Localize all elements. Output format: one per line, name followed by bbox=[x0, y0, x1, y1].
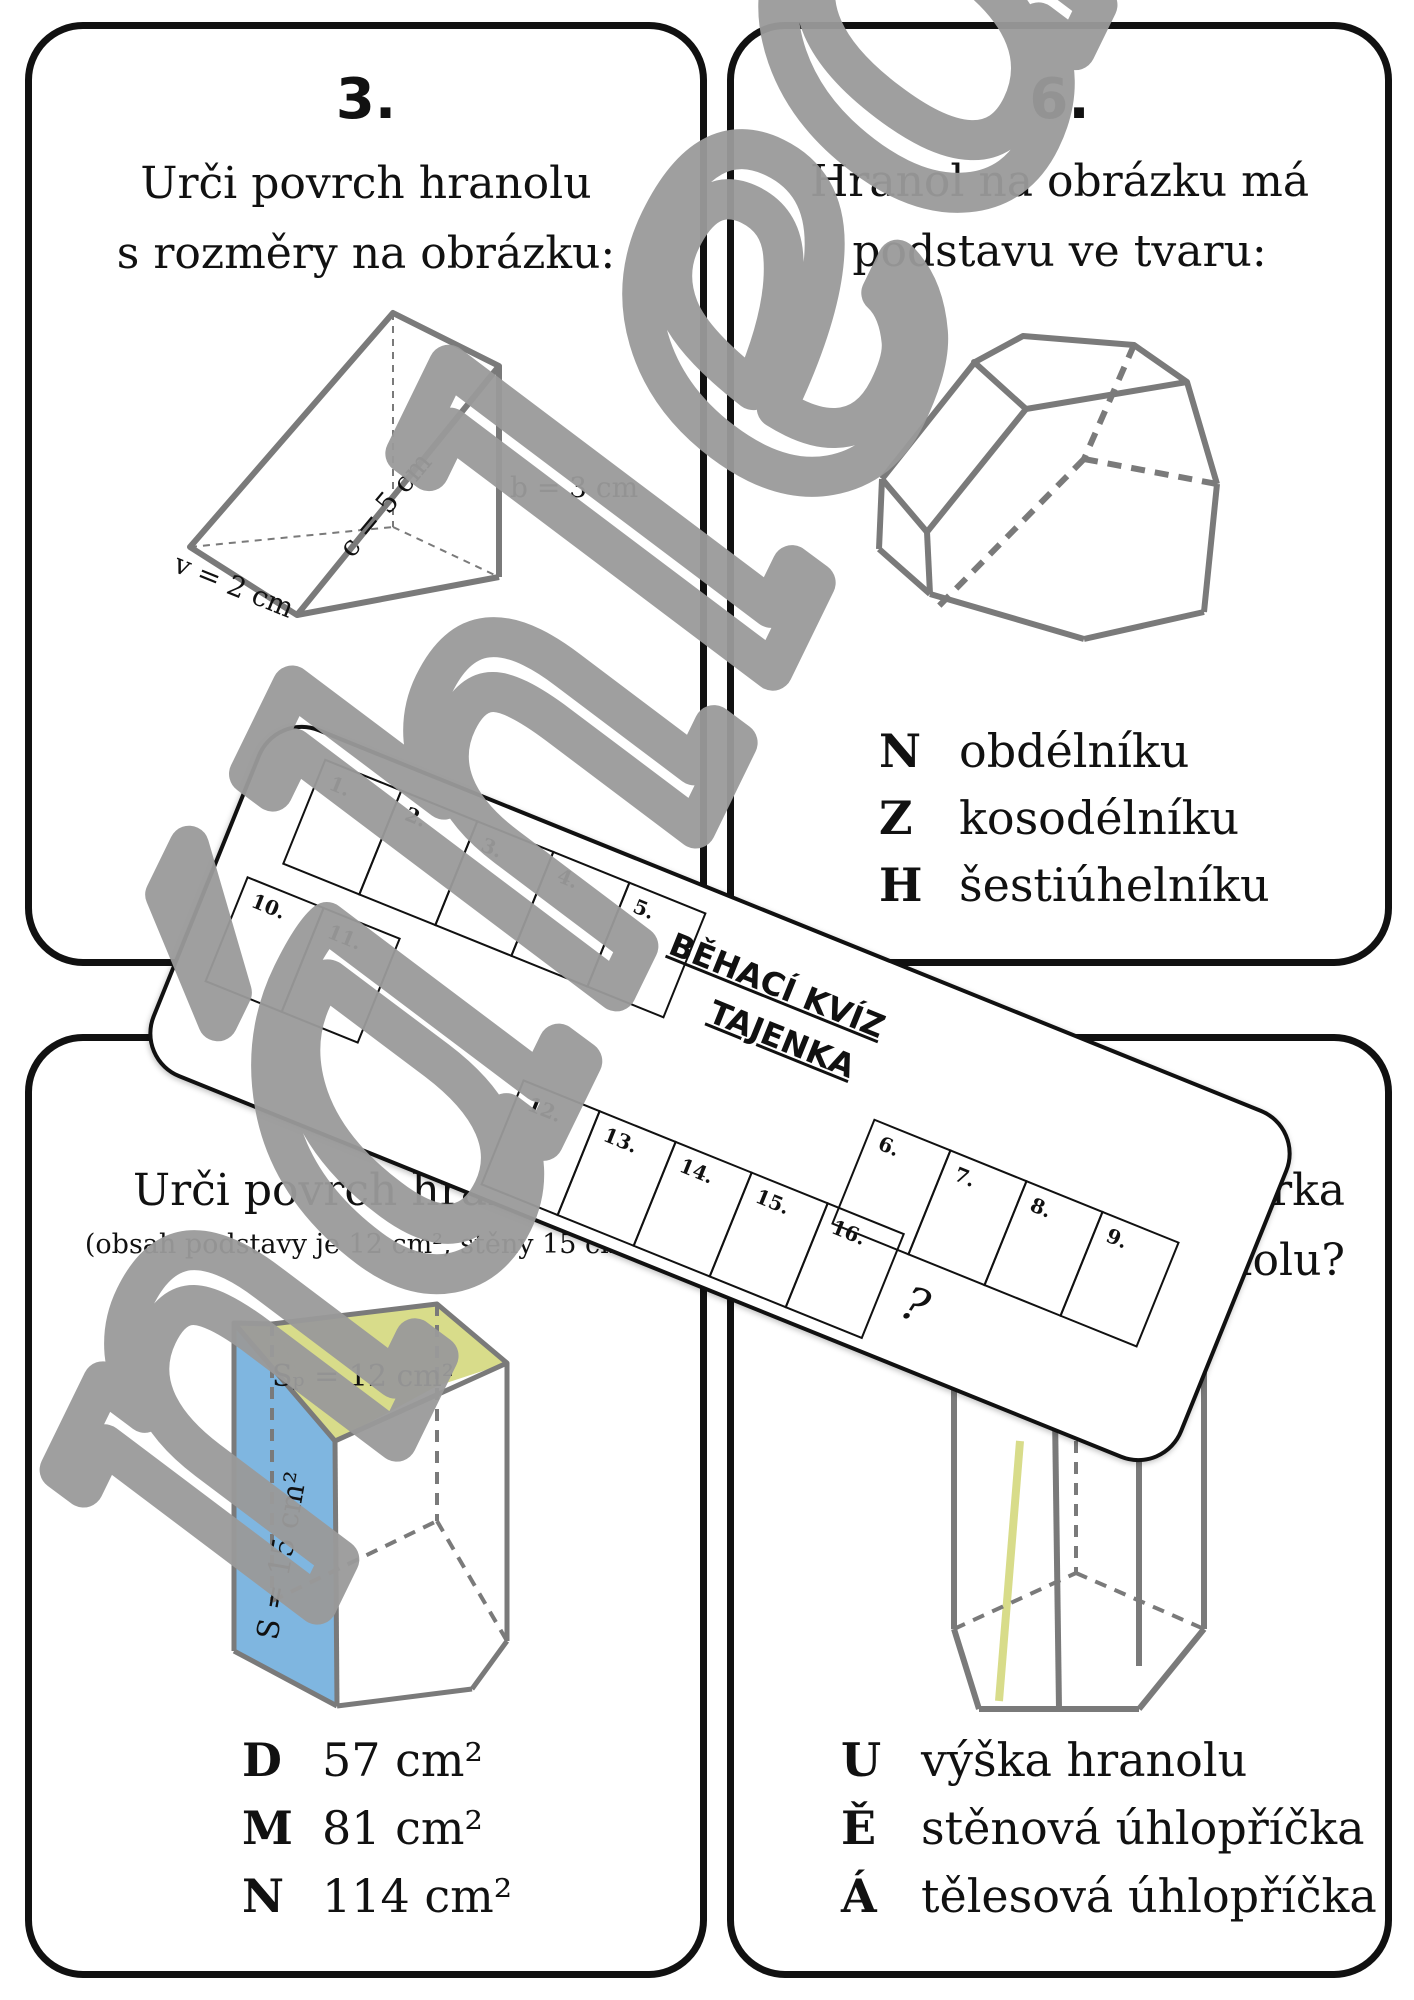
option-letter: Z bbox=[879, 791, 913, 845]
label-sp: Sₚ = 12 cm² bbox=[272, 1359, 454, 1394]
box-number: 10. bbox=[248, 888, 290, 924]
option-text: 81 cm² bbox=[322, 1801, 483, 1855]
box-number: 11. bbox=[324, 919, 366, 955]
hexagonal-prism-areas-figure: Sₚ = 12 cm² S = 15 cm² bbox=[231, 1301, 510, 1709]
option-text: stěnová úhlopříčka bbox=[921, 1801, 1365, 1855]
option-text: kosodélníku bbox=[959, 791, 1240, 845]
option-text: šestiúhelníku bbox=[959, 858, 1270, 912]
box-number: 4. bbox=[553, 863, 583, 894]
option-letter: N bbox=[242, 1869, 285, 1923]
question-line-2: podstavu ve tvaru: bbox=[852, 226, 1267, 277]
box-number: 9. bbox=[1102, 1223, 1132, 1254]
hexagonal-prism-figure bbox=[876, 333, 1220, 642]
box-number: 15. bbox=[752, 1183, 794, 1220]
question-line-1: Urči povrch hranolu bbox=[140, 158, 592, 209]
option-text: tělesová úhlopříčka bbox=[921, 1869, 1377, 1923]
option-letter: D bbox=[242, 1733, 282, 1787]
option-letter: M bbox=[242, 1801, 293, 1855]
box-number: 13. bbox=[600, 1122, 642, 1158]
question-mark: ? bbox=[893, 1274, 938, 1335]
box-number: 12. bbox=[524, 1091, 566, 1128]
box-number: 5. bbox=[629, 894, 659, 925]
option-text: obdélníku bbox=[959, 724, 1190, 778]
box-number: 1. bbox=[325, 771, 355, 802]
option-letter: N bbox=[879, 724, 922, 778]
option-m[interactable]: M 81 cm² bbox=[242, 1801, 483, 1855]
box-number: 2. bbox=[401, 801, 431, 832]
option-text: 114 cm² bbox=[322, 1869, 513, 1923]
triangular-prism-figure: c = 5 cm b = 3 cm v = 2 cm bbox=[168, 310, 638, 625]
option-letter: U bbox=[841, 1733, 882, 1787]
card-6: 6. Hranol na obrázku má podstavu ve tvar… bbox=[727, 22, 1392, 966]
card-number: 3. bbox=[335, 67, 397, 132]
question-line-1: Hranol na obrázku má bbox=[809, 156, 1310, 207]
label-b: b = 3 cm bbox=[510, 471, 638, 504]
question-line-2: s rozměry na obrázku: bbox=[116, 228, 616, 279]
box-number: 3. bbox=[477, 832, 507, 863]
box-number: 7. bbox=[950, 1161, 980, 1192]
option-letter: Á bbox=[841, 1869, 877, 1923]
option-letter: H bbox=[879, 858, 923, 912]
question-note: (obsah podstavy je 12 cm², stěny 15 cm²) bbox=[84, 1229, 648, 1260]
option-text: výška hranolu bbox=[921, 1733, 1248, 1787]
box-number: 6. bbox=[874, 1131, 904, 1162]
option-n[interactable]: N 114 cm² bbox=[242, 1869, 512, 1923]
option-d[interactable]: D 57 cm² bbox=[242, 1733, 483, 1787]
box-number: 8. bbox=[1026, 1192, 1056, 1223]
option-text: 57 cm² bbox=[322, 1733, 483, 1787]
box-number: 16. bbox=[828, 1214, 870, 1250]
card-number: 6. bbox=[1029, 67, 1090, 132]
box-number: 14. bbox=[676, 1153, 718, 1189]
label-c: c = 5 cm bbox=[332, 446, 438, 564]
label-v: v = 2 cm bbox=[168, 547, 298, 625]
option-letter: Ě bbox=[841, 1801, 877, 1855]
